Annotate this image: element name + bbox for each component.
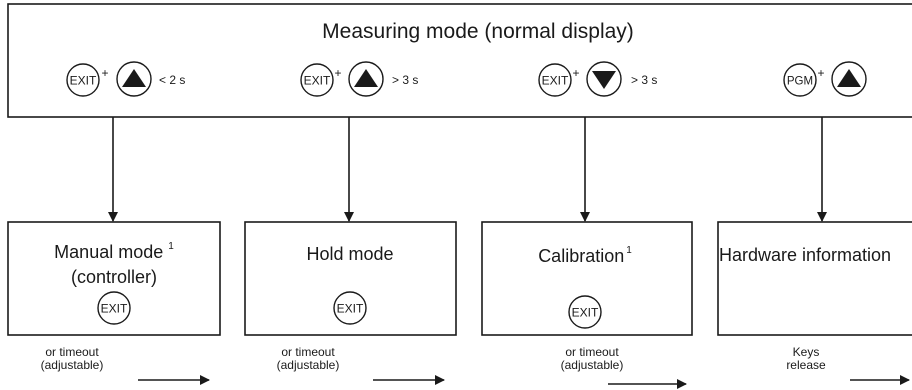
- pgm-key-icon: [783, 63, 817, 97]
- up-arrow-icon: [837, 69, 861, 87]
- key-combo-hold: EXIT + > 3 s: [300, 61, 418, 97]
- exit-key-label: EXIT: [70, 74, 97, 88]
- exit-key-label: EXIT: [337, 302, 364, 316]
- svg-text:(adjustable): (adjustable): [561, 358, 624, 372]
- svg-text:or timeout: or timeout: [281, 345, 335, 359]
- plus-sign: +: [334, 66, 341, 80]
- svg-text:Keys: Keys: [793, 345, 820, 359]
- mode-title: Hardware information: [719, 245, 891, 265]
- footnote-marker: 1: [168, 241, 174, 252]
- measuring-mode-box: Measuring mode (normal display): [7, 3, 912, 118]
- down-arrow-icon: [592, 71, 616, 89]
- key-combo-calibration: EXIT + > 3 s: [538, 61, 657, 97]
- exit-key-icon: [538, 63, 572, 97]
- timeout-note: or timeout (adjustable): [277, 345, 340, 372]
- exit-key-icon: [300, 63, 334, 97]
- timeout-note: or timeout (adjustable): [41, 345, 104, 372]
- exit-key-icon: [568, 295, 602, 329]
- plus-sign: +: [817, 66, 824, 80]
- timing-label: < 2 s: [159, 73, 185, 87]
- measuring-mode-title: Measuring mode (normal display): [322, 20, 634, 43]
- timeout-note: or timeout (adjustable): [561, 345, 624, 372]
- svg-text:or timeout: or timeout: [45, 345, 99, 359]
- exit-key-icon: [66, 63, 100, 97]
- footnote-marker: 1: [626, 245, 632, 256]
- exit-key-icon: [333, 291, 367, 325]
- exit-key-icon: [97, 291, 131, 325]
- hold-mode-box: Hold mode EXIT: [244, 221, 457, 336]
- svg-text:(adjustable): (adjustable): [41, 358, 104, 372]
- exit-key-label: EXIT: [304, 74, 331, 88]
- keys-release-note: Keys release: [786, 345, 826, 372]
- up-arrow-icon: [354, 69, 378, 87]
- plus-sign: +: [101, 66, 108, 80]
- svg-text:release: release: [786, 358, 826, 372]
- exit-key-label: EXIT: [101, 302, 128, 316]
- exit-key-label: EXIT: [572, 306, 599, 320]
- hardware-info-box: Hardware information: [717, 221, 912, 336]
- timing-label: > 3 s: [631, 73, 657, 87]
- key-combo-hardware: PGM +: [783, 61, 867, 97]
- mode-subtitle: (controller): [71, 267, 157, 287]
- svg-text:(adjustable): (adjustable): [277, 358, 340, 372]
- svg-text:or timeout: or timeout: [565, 345, 619, 359]
- timing-label: > 3 s: [392, 73, 418, 87]
- key-combo-manual: EXIT + < 2 s: [66, 61, 185, 97]
- pgm-key-label: PGM: [787, 76, 813, 88]
- plus-sign: +: [572, 66, 579, 80]
- exit-key-label: EXIT: [542, 74, 569, 88]
- mode-title: Hold mode: [306, 244, 393, 264]
- up-arrow-icon: [122, 69, 146, 87]
